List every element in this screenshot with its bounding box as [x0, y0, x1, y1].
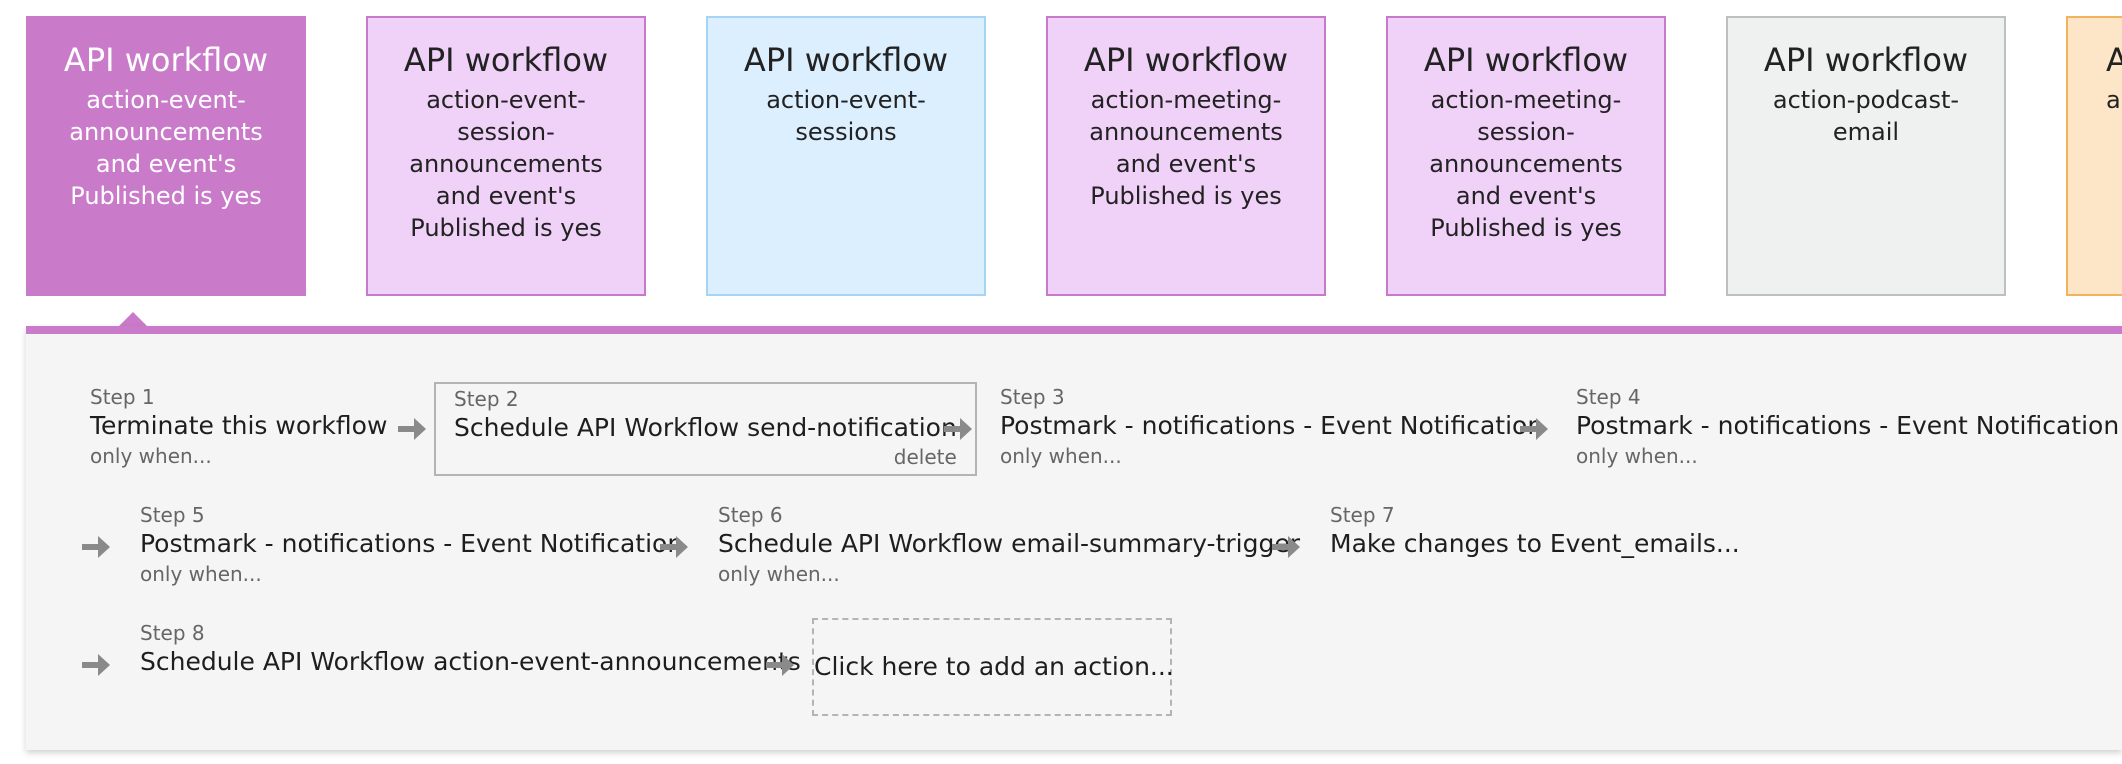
- workflow-card-partial[interactable]: A a: [2066, 16, 2122, 296]
- selected-card-pointer: [118, 312, 148, 327]
- step-title: Terminate this workflow: [90, 411, 388, 440]
- arrow-right-icon: [764, 650, 796, 680]
- arrow-right-icon: [1518, 414, 1550, 444]
- card-description: action-event-announcements and event's P…: [69, 86, 263, 210]
- card-title: API workflow: [1763, 41, 1969, 79]
- arrow-right-icon: [1270, 532, 1302, 562]
- workflow-card-action-event-session-announcements[interactable]: API workflow action-event-session-announ…: [366, 16, 646, 296]
- step-number: Step 1: [90, 385, 155, 409]
- card-title: API workflow: [1423, 41, 1629, 79]
- step-5[interactable]: Step 5 Postmark - notifications - Event …: [140, 502, 683, 588]
- workflow-card-action-event-announcements[interactable]: API workflow action-event-announcements …: [26, 16, 306, 296]
- card-description: action-event-sessions: [766, 86, 926, 146]
- workflow-card-action-meeting-session-announcements[interactable]: API workflow action-meeting-session-anno…: [1386, 16, 1666, 296]
- arrow-right-icon: [396, 414, 428, 444]
- add-action-button[interactable]: Click here to add an action...: [812, 618, 1174, 716]
- workflow-card-row: API workflow action-event-announcements …: [0, 0, 2122, 330]
- step-condition: only when...: [1000, 444, 1122, 468]
- step-6[interactable]: Step 6 Schedule API Workflow email-summa…: [718, 502, 1300, 588]
- step-number: Step 6: [718, 503, 783, 527]
- workflow-steps-panel: Step 1 Terminate this workflow only when…: [26, 326, 2122, 750]
- step-number: Step 8: [140, 621, 205, 645]
- step-title: Make changes to Event_emails...: [1330, 529, 1740, 558]
- card-title: API workflow: [403, 41, 609, 79]
- arrow-right-icon: [942, 414, 974, 444]
- step-number: Step 3: [1000, 385, 1065, 409]
- workflow-card-action-podcast-email[interactable]: API workflow action-podcast-email: [1726, 16, 2006, 296]
- card-title: API workflow: [1083, 41, 1289, 79]
- step-8[interactable]: Step 8 Schedule API Workflow action-even…: [140, 620, 801, 678]
- delete-step-link[interactable]: delete: [893, 445, 957, 469]
- arrow-right-icon: [658, 532, 690, 562]
- workflow-card-action-event-sessions[interactable]: API workflow action-event-sessions: [706, 16, 986, 296]
- step-title: Schedule API Workflow action-event-annou…: [140, 647, 801, 676]
- step-condition: only when...: [718, 562, 840, 586]
- step-3[interactable]: Step 3 Postmark - notifications - Event …: [1000, 384, 1543, 470]
- card-description: action-meeting-announcements and event's…: [1089, 86, 1283, 210]
- arrow-right-icon: [80, 532, 112, 562]
- step-title: Postmark - notifications - Event Notific…: [1576, 411, 2120, 440]
- step-2[interactable]: Step 2 Schedule API Workflow send-notifi…: [434, 382, 977, 476]
- step-number: Step 7: [1330, 503, 1395, 527]
- card-description: action-podcast-email: [1772, 86, 1960, 146]
- step-condition: only when...: [1576, 444, 1698, 468]
- step-condition: only when...: [140, 562, 262, 586]
- card-description: action-event-session-announcements and e…: [409, 86, 603, 242]
- arrow-right-icon: [80, 650, 112, 680]
- card-description: action-meeting-session-announcements and…: [1429, 86, 1623, 242]
- workflow-card-action-meeting-announcements[interactable]: API workflow action-meeting-announcement…: [1046, 16, 1326, 296]
- step-number: Step 5: [140, 503, 205, 527]
- step-title: Schedule API Workflow send-notification: [454, 413, 957, 442]
- card-title: API workflow: [63, 41, 269, 79]
- card-title: API workflow: [743, 41, 949, 79]
- step-title: Schedule API Workflow email-summary-trig…: [718, 529, 1301, 558]
- step-4[interactable]: Step 4 Postmark - notifications - Event …: [1576, 384, 2119, 470]
- step-number: Step 2: [454, 387, 519, 411]
- step-title: Postmark - notifications - Event Notific…: [140, 529, 684, 558]
- step-7[interactable]: Step 7 Make changes to Event_emails...: [1330, 502, 1740, 560]
- step-title: Postmark - notifications - Event Notific…: [1000, 411, 1544, 440]
- step-number: Step 4: [1576, 385, 1641, 409]
- step-condition: only when...: [90, 444, 212, 468]
- step-1[interactable]: Step 1 Terminate this workflow only when…: [90, 384, 387, 470]
